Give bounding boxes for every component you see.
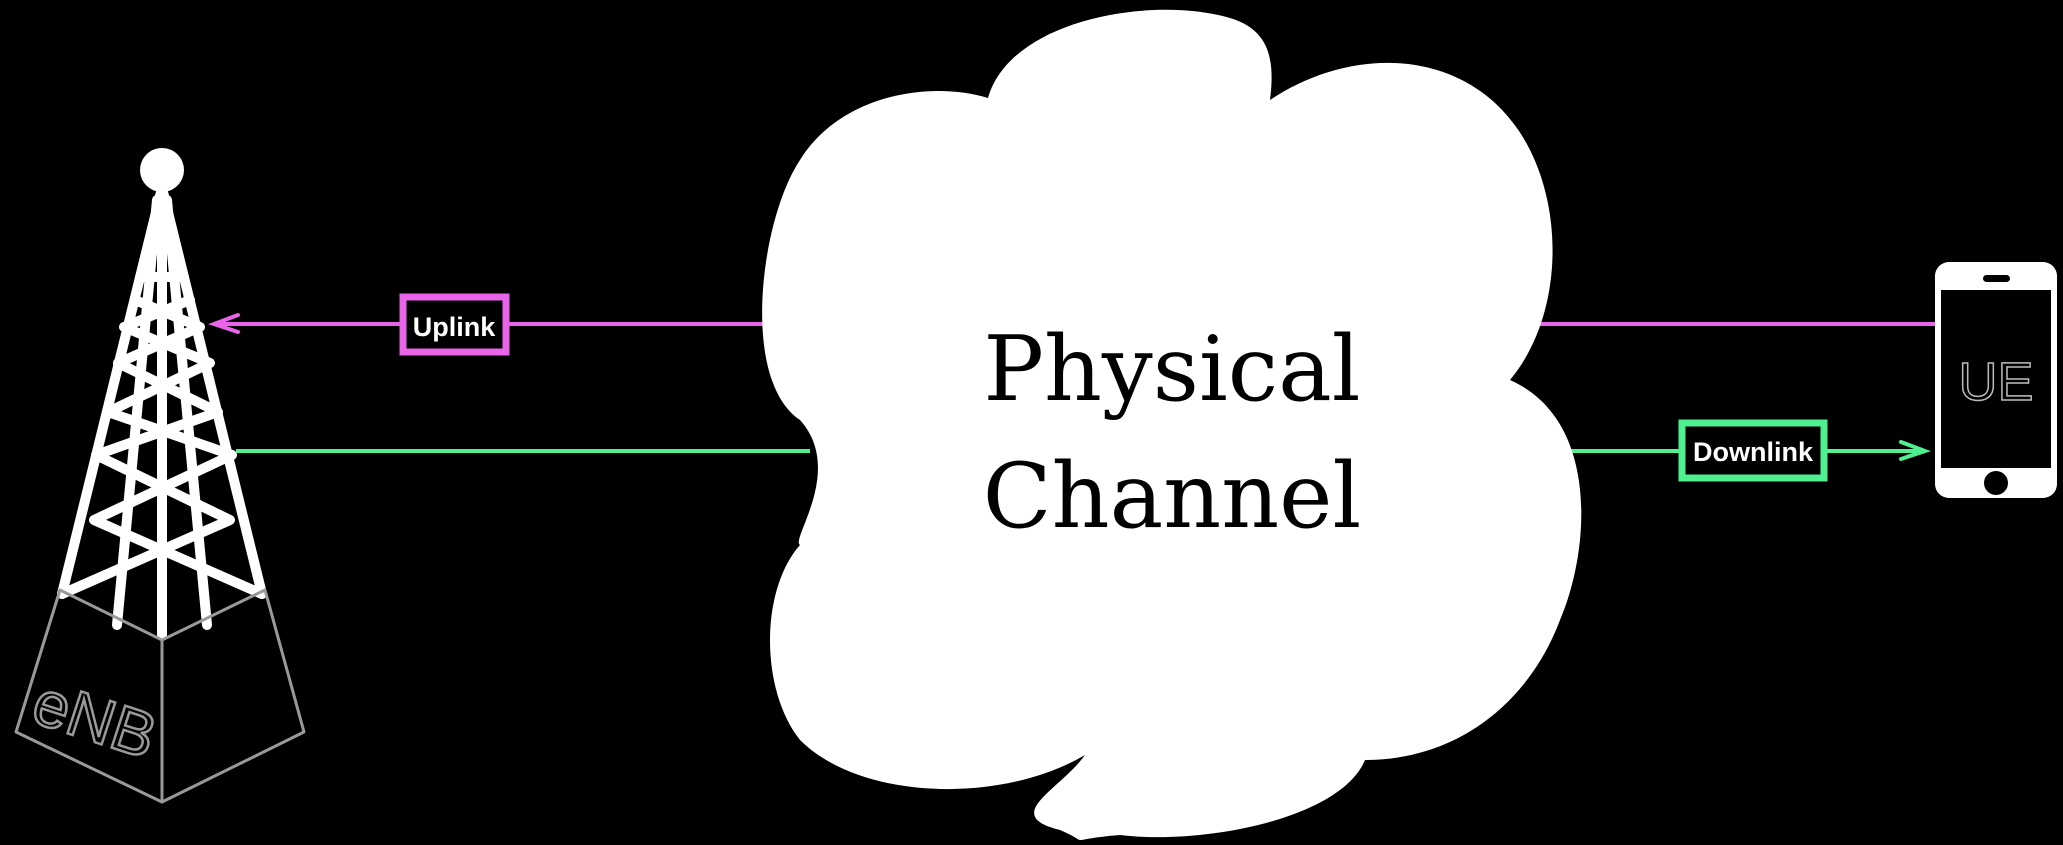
phone-home-button: [1984, 471, 2008, 495]
physical-channel-cloud: Physical Channel: [762, 10, 1581, 840]
cloud-shape: [762, 10, 1581, 840]
phone-speaker: [1983, 275, 2010, 282]
cell-tower-icon: [62, 148, 262, 635]
downlink-label: Downlink: [1693, 437, 1814, 467]
enb-tower: eNB: [16, 148, 304, 802]
enb-label: eNB: [24, 666, 165, 773]
uplink-label: Uplink: [413, 312, 496, 342]
channel-title-line1: Physical: [983, 317, 1360, 422]
ue-phone: UE: [1935, 262, 2057, 498]
ue-label: UE: [1958, 352, 2033, 412]
channel-title-line2: Channel: [983, 444, 1361, 549]
